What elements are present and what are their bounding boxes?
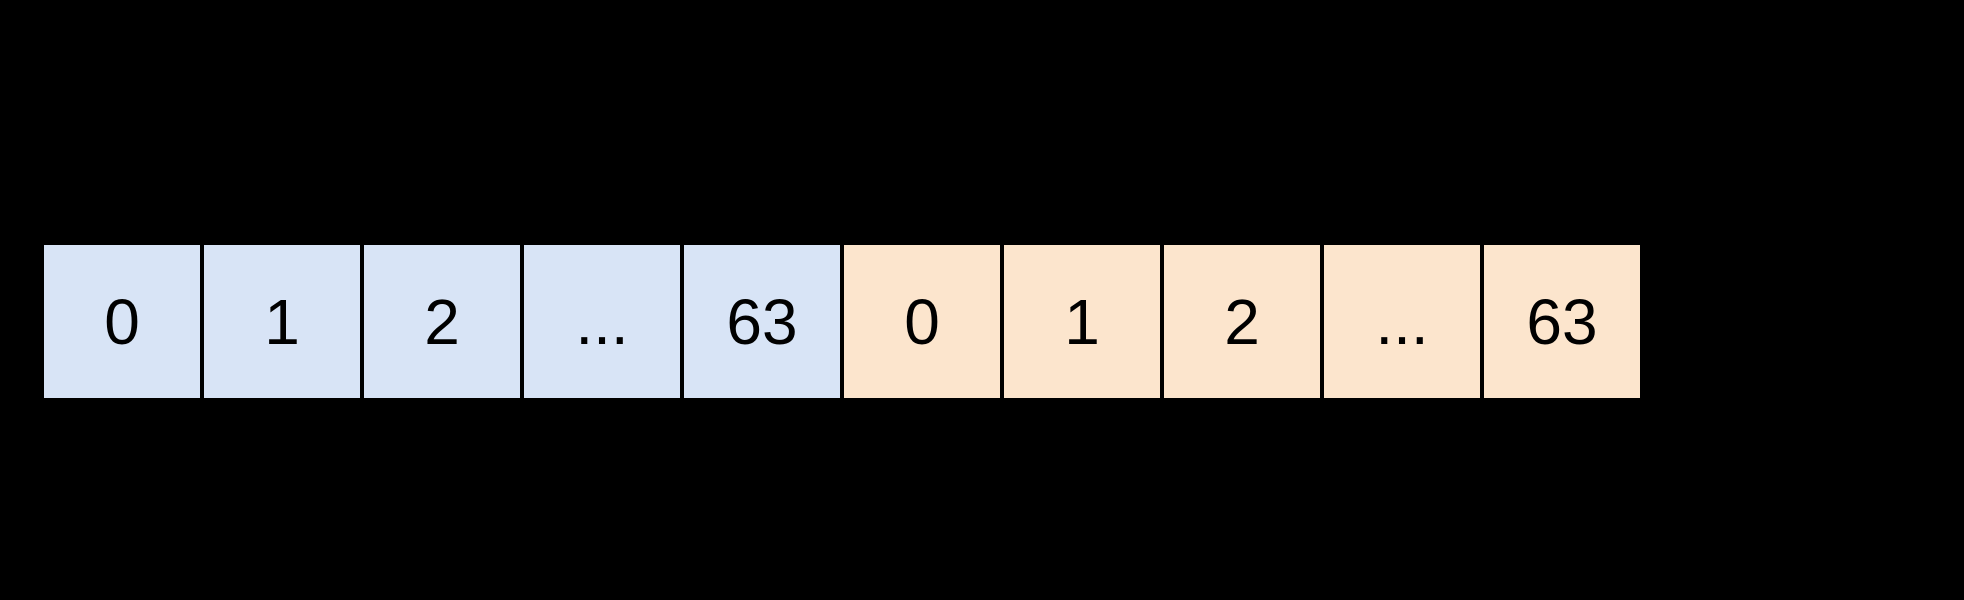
array-cell: 63: [684, 245, 840, 398]
array-cell: 0: [844, 245, 1000, 398]
array-cell: 63: [1484, 245, 1640, 398]
array-cell: 1: [204, 245, 360, 398]
array-cell-ellipsis: ...: [524, 245, 680, 398]
array-cell-ellipsis: ...: [1324, 245, 1480, 398]
array-cell: 2: [364, 245, 520, 398]
array-cell: 1: [1004, 245, 1160, 398]
array-cell: 0: [44, 245, 200, 398]
array-diagram: 0 1 2 ... 63 0 1 2 ... 63: [44, 245, 1640, 398]
array-cell: 2: [1164, 245, 1320, 398]
